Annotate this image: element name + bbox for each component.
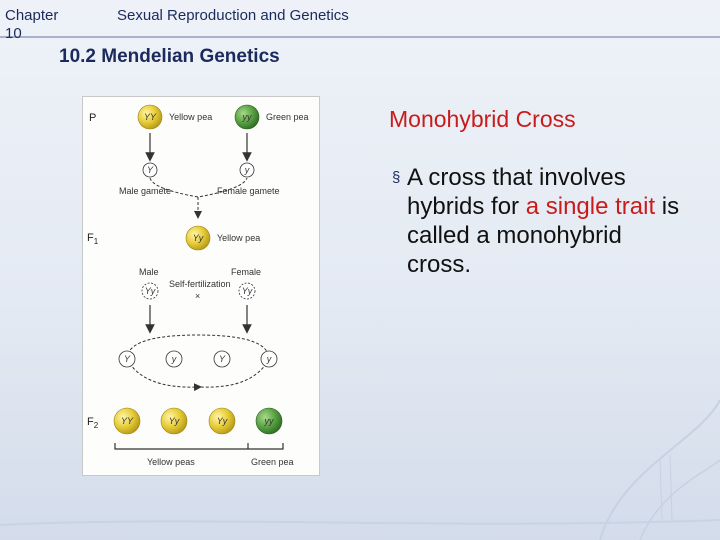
female-parent-cell (238, 282, 256, 300)
f2-generation-label: F2 (87, 416, 99, 430)
section-title: 10.2 Mendelian Genetics (59, 46, 280, 67)
chapter-title: Sexual Reproduction and Genetics (117, 7, 349, 24)
bullet-text-part1: A cross that involves hybrids for (407, 164, 626, 220)
male-parent-genotype: Yy (145, 286, 156, 296)
parent-yellow-pea (137, 104, 163, 130)
female-label: Female (231, 267, 261, 277)
f2-gamete-4-allele: y (266, 354, 272, 364)
parent1-genotype: YY (144, 112, 157, 122)
female-gamete-label: Female gamete (217, 186, 280, 196)
f2-gamete-4 (260, 350, 278, 368)
bullet-item: § A cross that involves hybrids for a si… (392, 163, 692, 279)
female-parent-genotype: Yy (242, 286, 253, 296)
parent1-label: Yellow pea (169, 112, 212, 122)
chapter-label: Chapter 10 (5, 7, 75, 43)
f1-pea-label: Yellow pea (217, 233, 260, 243)
f1-generation-label: F1 (87, 232, 99, 246)
parent-green-pea (234, 104, 260, 130)
yellow-peas-label: Yellow peas (147, 457, 195, 467)
p-generation-label: P (89, 112, 96, 124)
male-gamete-allele: Y (147, 165, 154, 175)
f2-gamete-1-allele: Y (124, 354, 131, 364)
male-gamete-label: Male gamete (119, 186, 171, 196)
bullet-highlight: a single trait (525, 193, 656, 220)
f2-gamete-3-allele: Y (219, 354, 226, 364)
female-gamete-allele: y (244, 165, 250, 175)
chapter-label-line2: 10 (5, 25, 22, 42)
f2-pea-3-genotype: Yy (217, 416, 228, 426)
bullet-text: A cross that involves hybrids for a sing… (407, 163, 692, 279)
chapter-label-line1: Chapter (5, 7, 59, 24)
male-gamete (142, 162, 158, 178)
f2-pea-2 (160, 407, 188, 435)
f1-genotype: Yy (193, 233, 204, 243)
f2-pea-4-genotype: yy (264, 416, 275, 426)
parent2-label: Green pea (266, 112, 309, 122)
f2-gamete-3 (213, 350, 231, 368)
cross-symbol: × (195, 291, 200, 301)
gamete-pool-bottom-left (126, 358, 202, 392)
monohybrid-cross-figure: P F1 F2 YY Yellow pea yy Green pea Y y M… (82, 96, 320, 476)
f2-pea-2-genotype: Yy (169, 416, 180, 426)
f2-gamete-2-allele: y (171, 354, 177, 364)
f2-pea-1 (113, 407, 141, 435)
male-parent-cell (141, 282, 159, 300)
cross-diagram: P F1 F2 YY Yellow pea yy Green pea Y y M… (87, 104, 309, 467)
bullet-marker: § (392, 169, 401, 186)
f2-pea-1-genotype: YY (121, 416, 134, 426)
f2-pea-4 (255, 407, 283, 435)
header-divider (0, 36, 720, 38)
male-label: Male (139, 267, 159, 277)
f2-gamete-1 (118, 350, 136, 368)
female-gamete (239, 162, 255, 178)
gamete-pool-bottom-right (200, 358, 270, 388)
green-pea-label: Green pea (251, 457, 294, 467)
parent2-genotype: yy (242, 112, 253, 122)
slide-heading: Monohybrid Cross (389, 106, 576, 132)
f1-yellow-pea (185, 225, 211, 251)
f2-pea-3 (208, 407, 236, 435)
f2-gamete-2 (165, 350, 183, 368)
bullet-text-part2: is called a monohybrid cross. (407, 193, 680, 278)
offspring-bracket (114, 443, 284, 450)
self-fertilization-label: Self-fertilization (169, 279, 231, 289)
gamete-pool-top (126, 334, 270, 360)
